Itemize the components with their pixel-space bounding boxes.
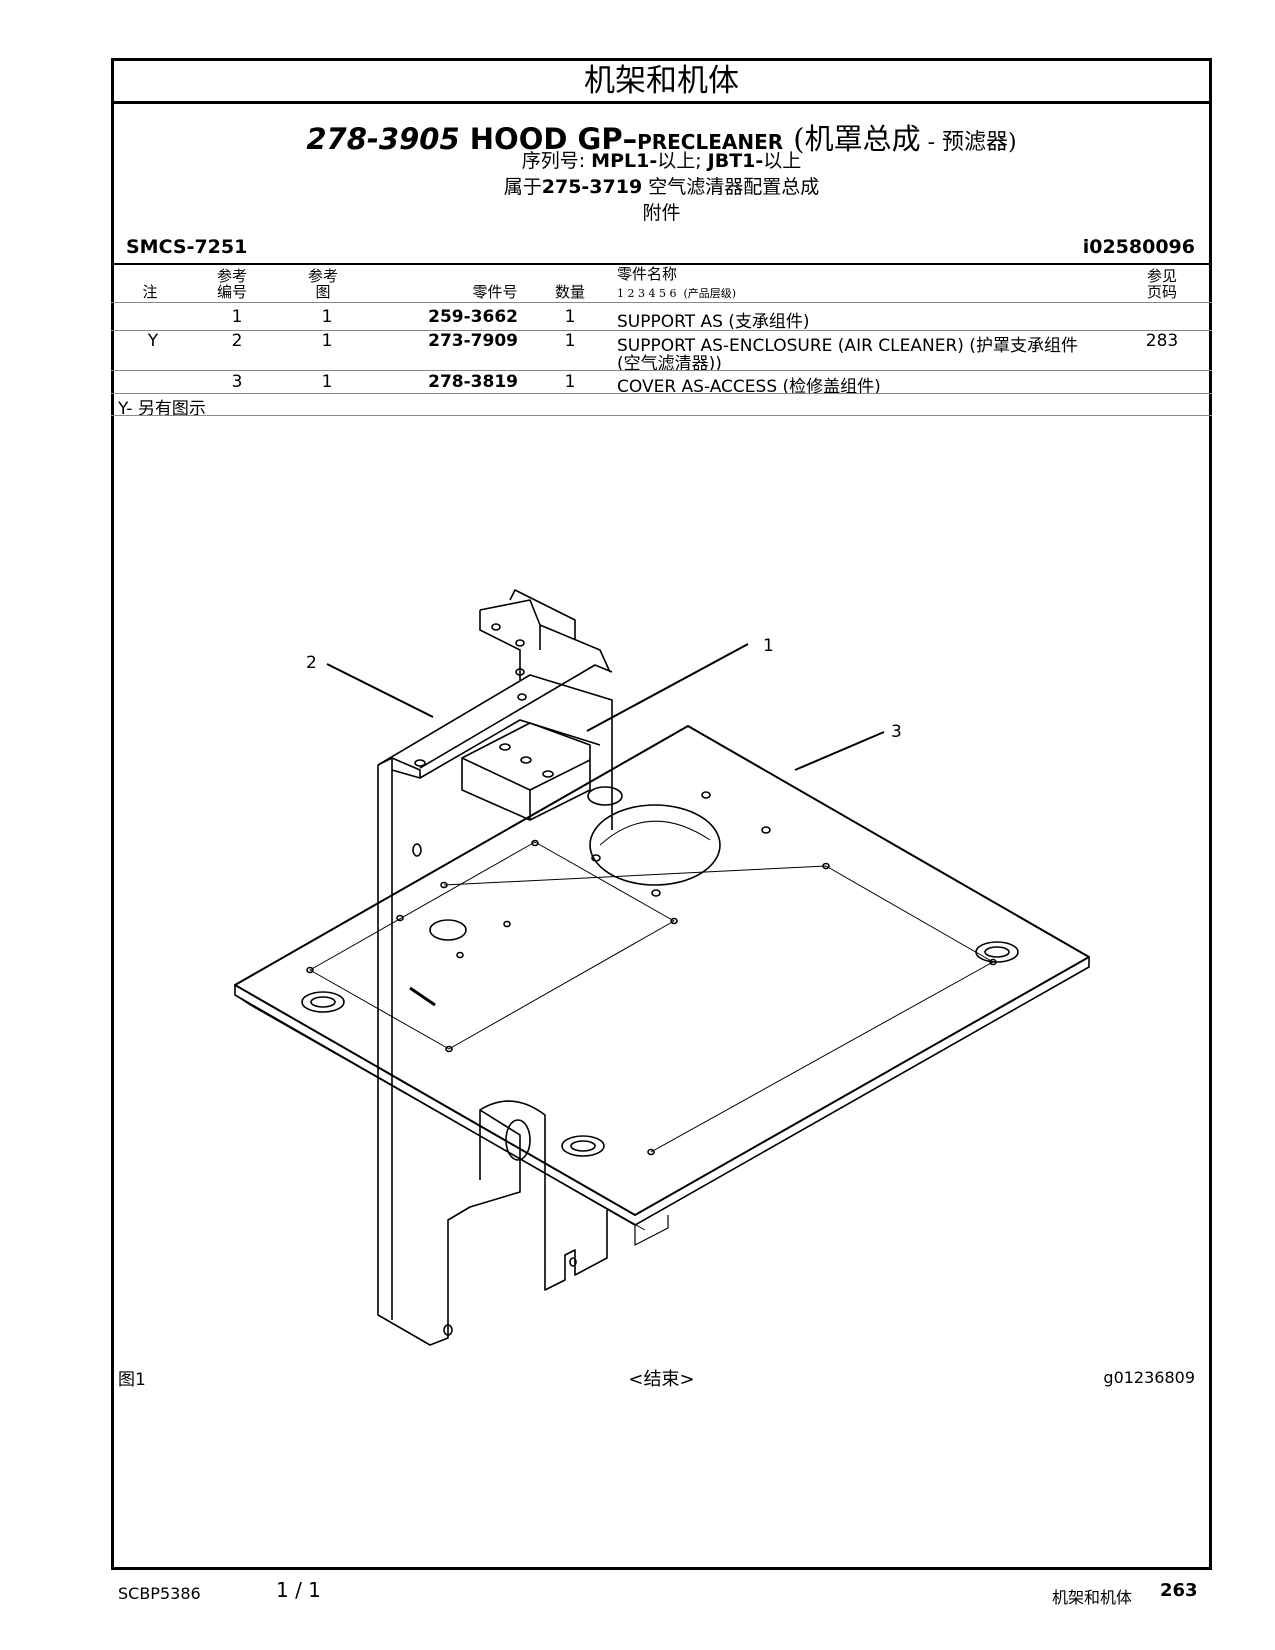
row2-note: Y <box>147 331 159 351</box>
row3-part-number: 278-3819 <box>428 372 518 392</box>
leader-line-3 <box>794 731 885 771</box>
header-ref-fig: 参考 图 <box>298 268 348 300</box>
row3-part-name: COVER AS-ACCESS (检修盖组件) <box>617 377 881 397</box>
header-see-page: 参见 页码 <box>1137 268 1187 300</box>
title-cn-close: 预滤器) <box>942 130 1017 155</box>
title-cn-open: (机罩总成 <box>793 122 921 156</box>
row2-part-number: 273-7909 <box>428 331 518 351</box>
end-marker: <结束> <box>628 1369 695 1390</box>
belongs-suffix: 空气滤清器配置总成 <box>648 176 820 198</box>
row3-rule <box>111 393 1212 394</box>
title-dash: – <box>622 122 638 156</box>
smcs-code: SMCS-7251 <box>126 236 248 258</box>
title-part-number: 278-3905 <box>306 122 460 156</box>
header-ref-fig-line2: 图 <box>315 283 331 301</box>
leader-line-1 <box>586 643 749 732</box>
row1-part-number: 259-3662 <box>428 307 518 327</box>
support-block <box>461 722 591 821</box>
header-part-no: 零件号 <box>472 283 518 301</box>
attachment-label: 附件 <box>642 202 681 224</box>
belongs-number: 275-3719 <box>541 176 643 198</box>
serial-code-1: MPL1- <box>591 150 658 172</box>
row1-part-name: SUPPORT AS (支承组件) <box>617 312 810 332</box>
row1-fig: 1 <box>321 307 333 327</box>
header-qty: 数量 <box>554 283 585 301</box>
header-level-row: 1 2 3 4 5 6 (产品层级) <box>617 286 736 302</box>
enclosure-support <box>377 589 613 1346</box>
table-top-rule <box>111 263 1212 265</box>
title-qualifier: PRECLEANER <box>637 130 784 154</box>
title-cn-dash: - <box>920 130 943 155</box>
belongs-prefix: 属于 <box>503 176 542 198</box>
header-ref-no-line1: 参考 <box>216 267 247 285</box>
note-rule <box>111 415 1212 416</box>
document-id: i02580096 <box>1082 236 1195 258</box>
header-note: 注 <box>142 283 158 301</box>
footer-page-number: 263 <box>1160 1580 1198 1601</box>
page-frame <box>111 58 1212 1570</box>
section-header: 机架和机体 <box>111 58 1212 104</box>
table-note: Y- 另有图示 <box>118 399 206 419</box>
callout-2: 2 <box>306 653 317 673</box>
footer-section: 机架和机体 <box>1052 1588 1133 1607</box>
row2-part-name-cont: (空气滤清器)) <box>617 354 722 374</box>
header-level-note: (产品层级) <box>683 287 737 300</box>
row2-qty: 1 <box>564 331 576 351</box>
header-ref-no-line2: 编号 <box>216 283 247 301</box>
serial-text-1: 以上; <box>657 150 702 172</box>
belongs-line: 属于275-3719 空气滤清器配置总成 <box>111 172 1212 199</box>
row1-ref: 1 <box>231 307 243 327</box>
row1-qty: 1 <box>564 307 576 327</box>
header-see-page-line2: 页码 <box>1146 283 1177 301</box>
row2-fig: 1 <box>321 331 333 351</box>
header-ref-no: 参考 编号 <box>207 268 257 300</box>
title-name: HOOD GP <box>469 122 623 156</box>
header-see-page-line1: 参见 <box>1146 267 1177 285</box>
serial-code-2: JBT1- <box>707 150 764 172</box>
serial-line: 序列号: MPL1-以上; JBT1-以上 <box>111 146 1212 173</box>
row2-ref: 2 <box>231 331 243 351</box>
callout-3: 3 <box>891 722 902 742</box>
access-cover-plate <box>234 725 1090 1246</box>
serial-text-2: 以上 <box>763 150 802 172</box>
header-ref-fig-line1: 参考 <box>307 267 338 285</box>
row2-rule <box>111 370 1212 371</box>
leader-line-2 <box>326 663 434 718</box>
page-title: 278-3905 HOOD GP–PRECLEANER (机罩总成 - 预滤器) <box>111 116 1212 158</box>
row2-see-page: 283 <box>1145 331 1179 351</box>
header-levels: 1 2 3 4 5 6 <box>617 287 677 300</box>
figure-label: 图1 <box>118 1370 146 1390</box>
header-part-name: 零件名称 <box>617 265 678 283</box>
graphic-id: g01236809 <box>1103 1368 1195 1387</box>
row3-ref: 3 <box>231 372 243 392</box>
serial-label: 序列号: <box>521 150 586 172</box>
header-rule <box>111 302 1212 303</box>
row3-qty: 1 <box>564 372 576 392</box>
footer-doc-number: SCBP5386 <box>118 1584 201 1603</box>
row2-part-name: SUPPORT AS-ENCLOSURE (AIR CLEANER) (护罩支承… <box>617 336 1078 356</box>
footer-page-count: 1 / 1 <box>276 1578 321 1602</box>
row1-rule <box>111 330 1212 331</box>
callout-1: 1 <box>763 636 774 656</box>
row3-fig: 1 <box>321 372 333 392</box>
